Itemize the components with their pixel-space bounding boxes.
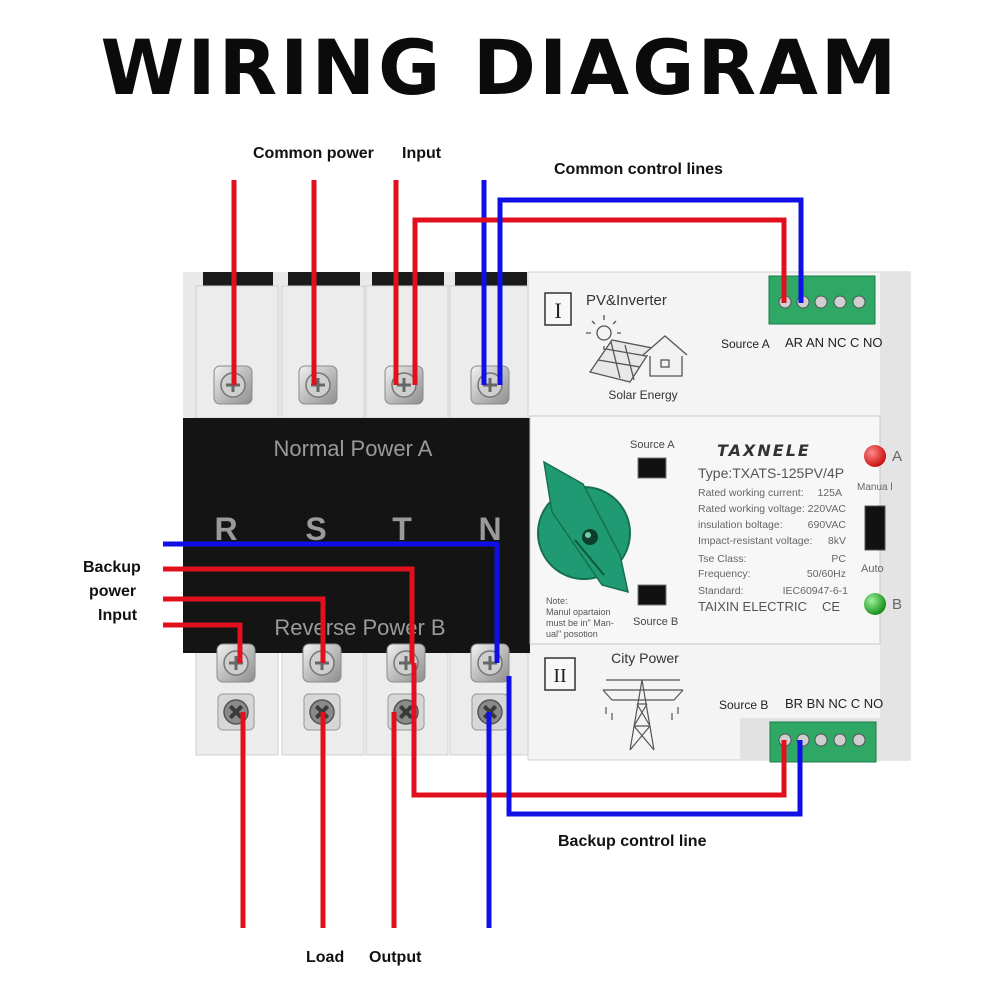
spec-value: 8kV [828,535,846,547]
note-line-2: Manul opartaion [546,607,611,617]
phase-n-label: N [478,511,501,547]
backup-power-label-line3: Input [98,607,138,624]
terminal-screw-icon [470,643,510,683]
red-wire [163,596,326,663]
output-label: Output [369,949,422,966]
source-b-section: II City Power Source B BR BN NC C NO [544,650,883,751]
red-wire [163,566,415,663]
common-control-lines-label: Common control lines [554,161,723,178]
spec-value: PC [831,553,846,565]
normal-power-a-label: Normal Power A [274,436,433,461]
reverse-power-b-label: Reverse Power B [274,615,445,640]
pv-inverter-label: PV&Inverter [586,292,667,309]
spec-value: 125A [817,487,842,499]
spec-value: 50/60Hz [807,568,846,580]
blue-wire [506,676,803,817]
section-one-label: I [554,298,561,323]
ce-mark: CE [822,599,840,614]
spec-label: TAXNELE Type:TXATS-125PV/4P Rated workin… [698,441,848,614]
red-wire [163,622,243,663]
auto-manual-switch[interactable] [864,505,886,551]
spec-row: Rated working current: [698,487,804,499]
common-power-label: Common power [253,145,374,162]
load-label: Load [306,949,345,966]
source-b-terminal-label: Source B [719,698,768,712]
terminal-screw-icon [386,643,426,683]
backup-power-label-line2: power [89,583,137,600]
backup-power-label-line1: Backup [83,559,141,576]
switch-source-a-label: Source A [630,439,675,451]
note-line-3: must be in" Man- [546,618,614,628]
city-power-label: City Power [611,650,679,666]
terminal-screw-icon [217,693,255,731]
blue-wire [497,197,804,385]
spec-row: Impact-resistant voltage: [698,535,812,547]
switch-source-b-label: Source B [633,616,678,628]
spec-row: Rated working voltage: [698,503,805,515]
solar-panel-icon [586,315,688,383]
indicator-b-label: B [892,596,902,613]
led-a-icon [864,445,886,467]
section-two-label: II [553,665,566,687]
note-line-1: Note: [546,596,568,606]
phase-s-label: S [305,511,326,547]
input-top-label: Input [402,145,442,162]
spec-value: 690VAC [808,519,847,531]
source-a-section: I PV&Inverter Solar Energy Source A AR A… [544,292,883,402]
source-a-window [637,457,667,479]
phase-t-label: T [392,511,412,547]
led-b-icon [864,593,886,615]
manufacturer-label: TAIXIN ELECTRIC [698,599,807,614]
manual-label: Manua l [857,482,893,493]
terminal-screw-icon [470,365,510,405]
indicators: A Manua l Auto B [857,445,902,615]
terminal-screw-icon [298,365,338,405]
type-label: Type:TXATS-125PV/4P [698,465,844,481]
black-panel [183,418,530,653]
spec-row: insulation boltage: [698,519,783,531]
spec-row: Tse Class: [698,553,746,565]
spec-row: Frequency: [698,568,751,580]
power-tower-icon [602,679,684,751]
rotary-selector-knob[interactable] [537,460,631,594]
page-title: WIRING DIAGRAM [100,23,900,112]
backup-control-line-label: Backup control line [558,833,707,850]
red-wire [412,217,787,385]
terminals-a-label: AR AN NC C NO [785,335,883,350]
spec-value: IEC60947-6-1 [783,585,849,597]
note-line-4: ual" posotion [546,629,598,639]
source-b-window [637,584,667,606]
spec-row: Standard: [698,585,744,597]
control-terminal-block-b [740,718,880,763]
terminals-b-label: BR BN NC C NO [785,696,883,711]
control-terminal-block-a [768,275,876,325]
auto-label: Auto [861,563,884,575]
spec-value: 220VAC [808,503,847,515]
source-a-terminal-label: Source A [721,337,770,351]
solar-energy-label: Solar Energy [608,388,677,402]
terminal-screw-icon [216,643,256,683]
brand-label: TAXNELE [717,441,811,460]
wires [163,180,804,928]
blue-wire [163,541,500,663]
red-wire [411,663,787,798]
phase-r-label: R [214,511,237,547]
indicator-a-label: A [892,448,902,465]
